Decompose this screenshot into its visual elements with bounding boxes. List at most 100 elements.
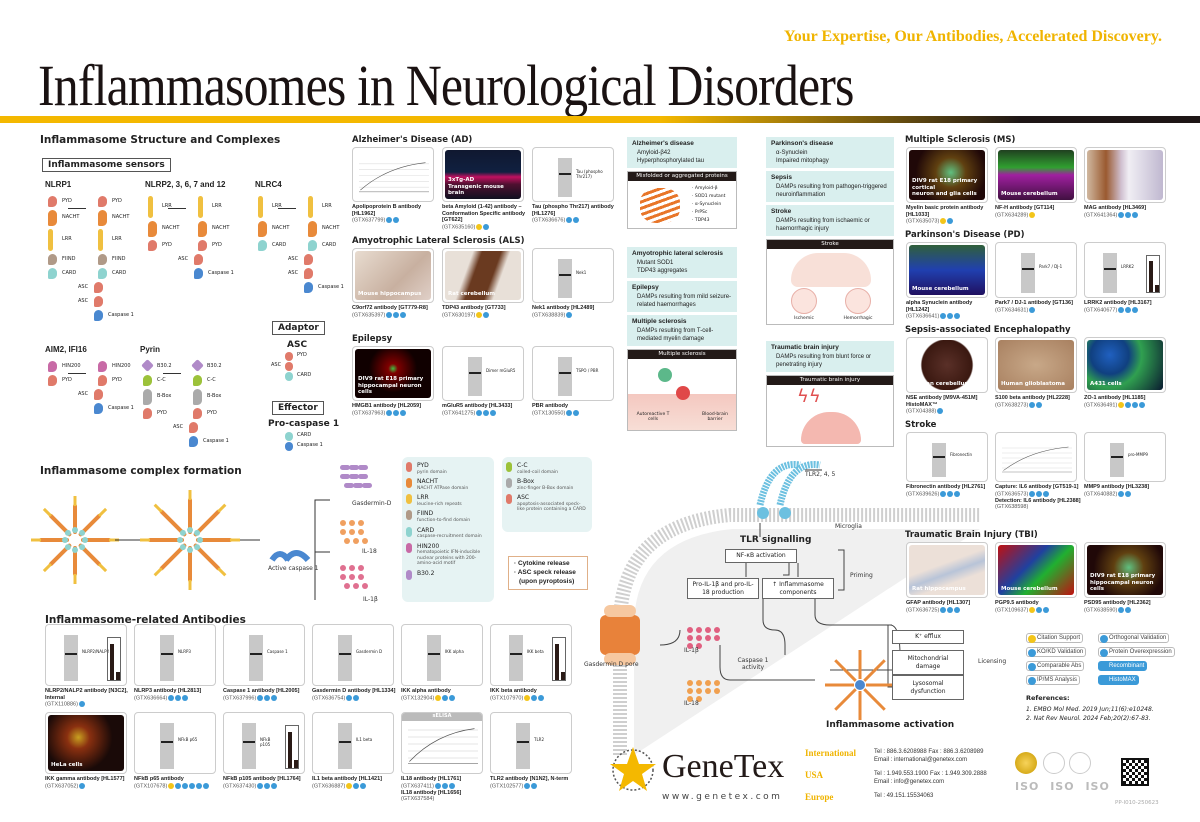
contact-line[interactable]: Tel : 1.949.553.1900 Fax : 1.949.309.288… [874,771,987,777]
antibody-caption[interactable]: MAG antibody [HL3469](GTX641364) [1084,205,1170,219]
antibody-image[interactable]: LRRK2 [1084,242,1166,298]
antibody-caption[interactable]: NLRP2/NALP2 antibody [N3C2], Internal(GT… [45,688,131,708]
antibody-caption[interactable]: NF-H antibody [GT114](GTX634289) [995,205,1081,219]
antibody-image[interactable]: Gasdermin D [312,624,394,686]
antibody-caption[interactable]: LRRK2 antibody [HL3167](GTX640677) [1084,300,1170,314]
antibody-caption[interactable]: GFAP antibody [HL1307](GTX636725) [906,600,992,614]
antibody-caption[interactable]: NFkB p65 antibody(GTX107678) [134,776,220,790]
antibody-caption[interactable]: IL18 antibody [HL1761](GTX637411)IL18 an… [401,776,487,803]
qr-code[interactable] [1121,758,1149,786]
antibody-caption[interactable]: Capture: IL6 antibody [GT519-1](GTX63657… [995,484,1081,511]
antibody-image[interactable]: A431 cells [1084,337,1166,393]
validation-badge-icon [483,409,490,416]
antibody-image[interactable]: Nek1 [532,248,614,303]
antibody-image[interactable]: Rat hippocampus [906,542,988,598]
validation-badge-icon [954,490,961,497]
antibody-image[interactable]: 3xTg-AD Transgenic mouse brain [442,147,524,202]
antibody-image[interactable] [352,147,434,202]
antibody-caption[interactable]: HMGB1 antibody [HL2059](GTX637963) [352,403,438,417]
antibody-name: NFkB p105 antibody [HL1764] [223,776,301,782]
antibody-image[interactable]: Fibronectin [906,432,988,482]
antibody-caption[interactable]: MMP9 antibody [HL3238](GTX640882) [1084,484,1170,498]
antibody-image[interactable]: TLR2 [490,712,572,774]
antibody-image[interactable]: Rat cerebellum [442,248,524,303]
antibody-caption[interactable]: IKK alpha antibody(GTX132904) [401,688,487,702]
band-label: Dimer mGluR5 [486,367,516,373]
blot-lane [338,723,352,769]
antibody-image[interactable]: DIV9 rat E18 primary cortical neuron and… [906,147,988,203]
antibody-image[interactable]: IL1 beta [312,712,394,774]
antibody-image[interactable] [1084,147,1166,203]
antibody-caption[interactable]: mGluR5 antibody [HL3433](GTX641275) [442,403,528,417]
antibody-caption[interactable]: PSD95 antibody [HL2362](GTX638590) [1084,600,1170,614]
antibody-image[interactable]: Human glioblastoma [995,337,1077,393]
antibody-image[interactable]: Park7 / DJ-1 [995,242,1077,298]
antibody-caption[interactable]: beta Amyloid (1-42) antibody – Conformat… [442,204,528,231]
citation-badge-icon [1118,401,1125,408]
antibody-name: Myelin basic protein antibody [HL1033] [906,205,984,218]
antibody-caption[interactable]: Caspase 1 antibody [HL2005](GTX637996) [223,688,309,702]
antibody-caption[interactable]: Apolipoprotein B antibody [HL1962](GTX63… [352,204,438,224]
antibody-caption[interactable]: Fibronectin antibody [HL2761](GTX639626) [906,484,992,498]
antibody-caption[interactable]: Gasdermin D antibody [HL1334](GTX636754) [312,688,398,702]
antibody-image[interactable]: HeLa cells [45,712,127,774]
antibody-caption[interactable]: IL1 beta antibody [HL1421](GTX636887) [312,776,398,790]
il1b-particle [358,574,364,580]
antibody-image[interactable]: NFkB p105 [223,712,305,774]
antibody-name: Apolipoprotein B antibody [HL1962] [352,204,422,217]
brand-name: GeneTex [662,748,785,785]
antibody-caption[interactable]: Myelin basic protein antibody [HL1033](G… [906,205,992,225]
antibody-image[interactable]: Human cerebellum [906,337,988,393]
antibody-caption[interactable]: IKK gamma antibody [HL1577](GTX637052) [45,776,131,790]
antibody-name: IKK beta antibody [490,688,537,694]
validation-badge-icon [386,409,393,416]
antibody-caption[interactable]: alpha Synuclein antibody [HL1242](GTX636… [906,300,992,320]
disease-heading: Alzheimer's Disease (AD) [352,135,473,145]
antibody-caption[interactable]: NSE antibody [M9VA-451M] HistoMAX™(GTX04… [906,395,992,415]
antibody-caption[interactable]: C9orf72 antibody [GT779-R8](GTX635397) [352,305,438,319]
antibody-image[interactable]: sELISA [401,712,483,774]
antibody-image[interactable]: NLRP2/NALP2 [45,624,127,686]
antibody-image[interactable]: Mouse cerebellum [906,242,988,298]
rna-bar-chart [551,637,566,681]
antibody-image[interactable]: Mouse cerebellum [995,542,1077,598]
antibody-image[interactable]: IKK beta [490,624,572,686]
antibody-caption[interactable]: TDP43 antibody [GT733](GTX630197) [442,305,528,319]
validation-badge-icon [937,408,944,415]
domain-shape [189,422,198,433]
blot-lane [160,723,174,769]
antibody-image[interactable]: Caspase 1 [223,624,305,686]
antibody-image[interactable]: NLRP3 [134,624,216,686]
contact-line[interactable]: Tel : 886.3.6208988 Fax : 886.3.6208989 [874,749,984,755]
antibody-caption[interactable]: Tau (phospho Thr217) antibody [HL1276](G… [532,204,618,224]
panel-title: Traumatic brain injury [767,375,893,385]
antibody-caption[interactable]: NLRP3 antibody [HL2813](GTX636664) [134,688,220,702]
contact-line[interactable]: Email : info@genetex.com [874,779,945,785]
antibody-image[interactable]: DIV9 rat E18 primary hippocampal neuron … [352,346,434,401]
antibody-caption[interactable]: ZO-1 antibody [HL1185](GTX636491) [1084,395,1170,409]
gasdermin-particle [353,483,363,488]
antibody-image[interactable]: NFkB p65 [134,712,216,774]
antibody-image[interactable]: TSPO / PBR [532,346,614,401]
antibody-image[interactable]: Mouse hippocampus [352,248,434,303]
contact-line[interactable]: Email : international@genetex.com [874,757,968,763]
antibody-image[interactable]: DIV9 rat E18 primary hippocampal neuron … [1084,542,1166,598]
antibody-name: beta Amyloid (1-42) antibody – Conformat… [442,204,526,224]
antibody-caption[interactable]: IKK beta antibody(GTX107970) [490,688,576,702]
antibody-caption[interactable]: PBR antibody(GTX130550) [532,403,618,417]
antibody-image[interactable]: pro-MMP9 [1084,432,1166,482]
blot-lane [160,635,174,681]
antibody-caption[interactable]: PGP9.5 antibody(GTX109637) [995,600,1081,614]
antibody-image[interactable]: Tau (phospho Thr217) [532,147,614,202]
antibody-image[interactable]: IKK alpha [401,624,483,686]
antibody-caption[interactable]: NFkB p105 antibody [HL1764](GTX637430) [223,776,309,790]
antibody-caption[interactable]: Park7 / DJ-1 antibody [GT136](GTX634631) [995,300,1081,314]
antibody-image[interactable] [995,432,1077,482]
antibody-image[interactable]: Mouse cerebellum [995,147,1077,203]
antibody-caption[interactable]: TLR2 antibody [N1N2], N-term(GTX102577) [490,776,576,790]
antibody-image[interactable]: Dimer mGluR5 [442,346,524,401]
antibody-caption[interactable]: Nek1 antibody [HL2489](GTX638839) [532,305,618,319]
antibody-caption[interactable]: S100 beta antibody [HL2228](GTX638273) [995,395,1081,409]
contact-line[interactable]: Tel : 49.151.15534063 [874,793,934,799]
